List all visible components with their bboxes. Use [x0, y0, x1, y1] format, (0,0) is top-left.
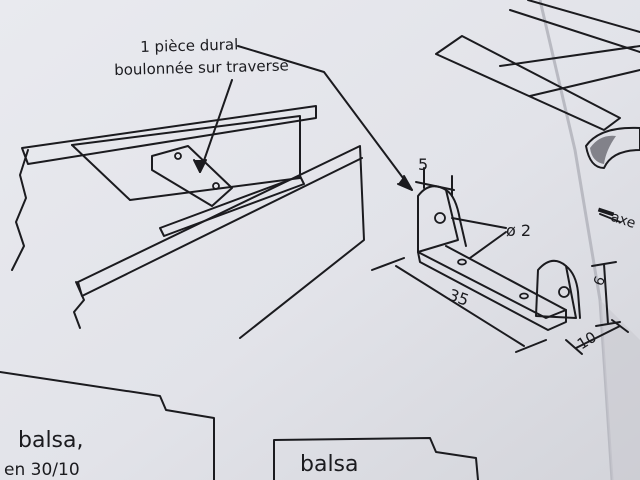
leader-arrow-1: [397, 175, 413, 191]
leader-line: [237, 45, 413, 191]
wing-leading-edge: [585, 126, 640, 169]
paper-fold-shadow: [600, 300, 640, 480]
bracket-hole-left: [434, 212, 446, 224]
dim-5-line: [415, 167, 455, 197]
left-plate-broken-edge: [11, 149, 29, 271]
wing-section-hatch: [590, 135, 616, 164]
label-balsa-left-spec: en 30/10: [4, 460, 80, 480]
leader-line-fitting: [199, 79, 233, 173]
dimension-width-5: 5: [418, 155, 429, 174]
fitting-hole-1: [174, 152, 182, 160]
dim-35-line: [371, 257, 547, 353]
axe-bar: [597, 207, 615, 217]
fitting-hole-2: [212, 182, 220, 190]
front-panel-top: [77, 157, 363, 297]
front-panel: [77, 145, 365, 339]
beam-fitting: [151, 145, 233, 207]
cross-beam: [71, 144, 301, 201]
bracket-right-ear-side: [565, 265, 581, 319]
wing-rib-1: [435, 35, 621, 131]
dim-10-line: [565, 319, 629, 355]
wing-spar: [509, 0, 640, 53]
label-balsa-right: balsa: [300, 452, 359, 477]
wing-stringer: [599, 213, 621, 223]
base-hole-2: [519, 292, 529, 300]
leader-arrow-2: [193, 159, 207, 173]
left-plate-body: [71, 115, 301, 179]
bracket-hole-right: [558, 286, 570, 298]
label-balsa-left: balsa,: [18, 428, 84, 453]
bracket-base: [417, 245, 567, 319]
wing-rib-2: [499, 45, 640, 97]
lower-view-left: [0, 371, 215, 480]
dim-phi-leaders: [451, 217, 507, 259]
panel-shelf: [159, 175, 305, 237]
lower-view-right: [273, 437, 479, 480]
dimension-hole-diameter: ø 2: [506, 221, 532, 240]
base-hole-1: [457, 258, 467, 266]
annotation-line-1: 1 pièce dural: [140, 35, 239, 56]
